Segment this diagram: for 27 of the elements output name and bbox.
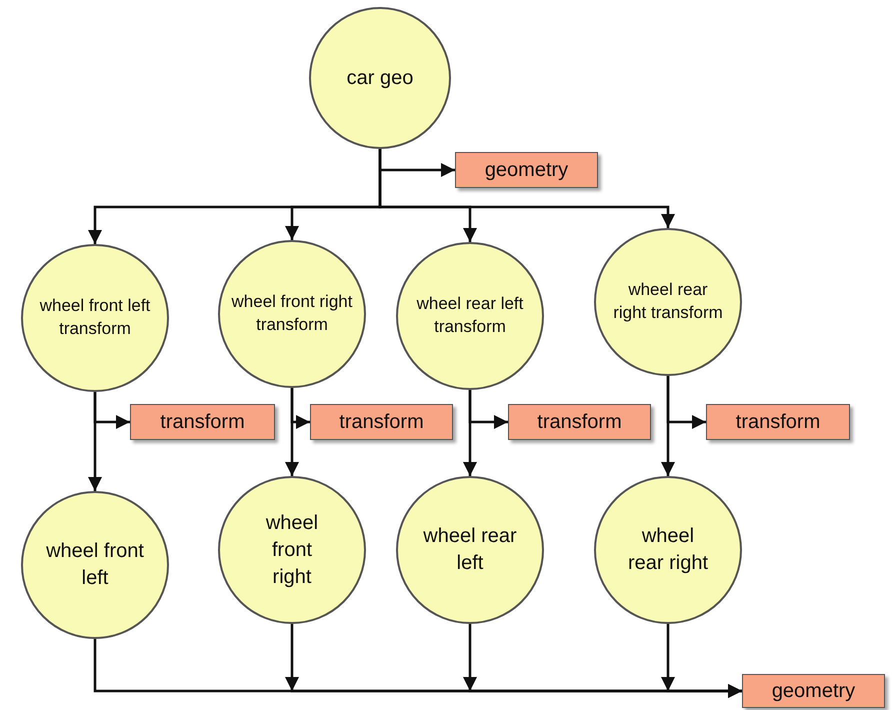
node-label: wheel front right [264, 510, 320, 590]
node-label: geometry [484, 158, 570, 182]
node-label: wheel rear right [626, 524, 710, 576]
connector-arrow [661, 376, 675, 476]
node-box [508, 404, 651, 440]
node-label: transform [338, 410, 425, 434]
node-label: transform [734, 410, 822, 434]
connector-arrow [378, 149, 675, 228]
node-label: geometry [770, 678, 856, 704]
node-label: wheel front left transform [38, 295, 152, 340]
node-box [310, 404, 453, 440]
node-label: transform [159, 410, 246, 434]
connector-arrow [285, 388, 299, 476]
connector-arrow [88, 392, 102, 491]
node-box [455, 152, 598, 188]
node-box [130, 404, 275, 440]
node-box [742, 674, 885, 708]
node-label: wheel front right transform [230, 291, 354, 336]
connector-arrow [463, 390, 477, 476]
node-box [706, 404, 850, 440]
connector-arrow [661, 624, 742, 698]
node-label: wheel front left [45, 539, 145, 591]
node-label: wheel rear left transform [416, 293, 524, 338]
node-label: wheel rear right transform [612, 279, 724, 324]
node-label: transform [536, 410, 623, 434]
node-label: wheel rear left [422, 524, 518, 576]
node-label: car geo [346, 66, 414, 90]
